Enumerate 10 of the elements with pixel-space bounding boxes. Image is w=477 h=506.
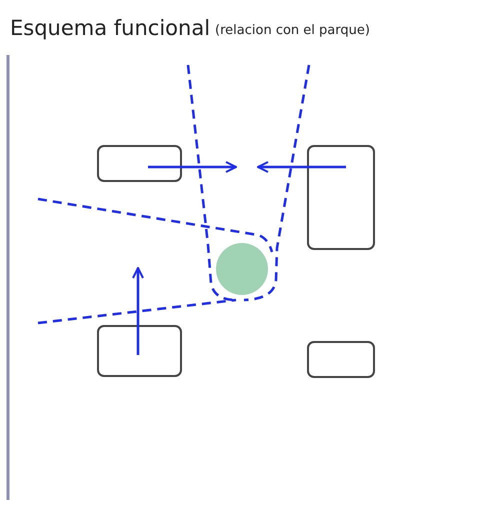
subtitle: (relacion con el parque) bbox=[215, 23, 370, 38]
building-block bbox=[307, 145, 375, 250]
arrow bbox=[148, 161, 237, 173]
building-block bbox=[97, 325, 182, 377]
building-block bbox=[97, 145, 182, 182]
building-block bbox=[307, 341, 375, 378]
park-circle bbox=[216, 243, 268, 295]
title: Esquema funcional bbox=[10, 16, 210, 40]
arrow bbox=[257, 161, 346, 173]
arrow bbox=[132, 267, 144, 355]
